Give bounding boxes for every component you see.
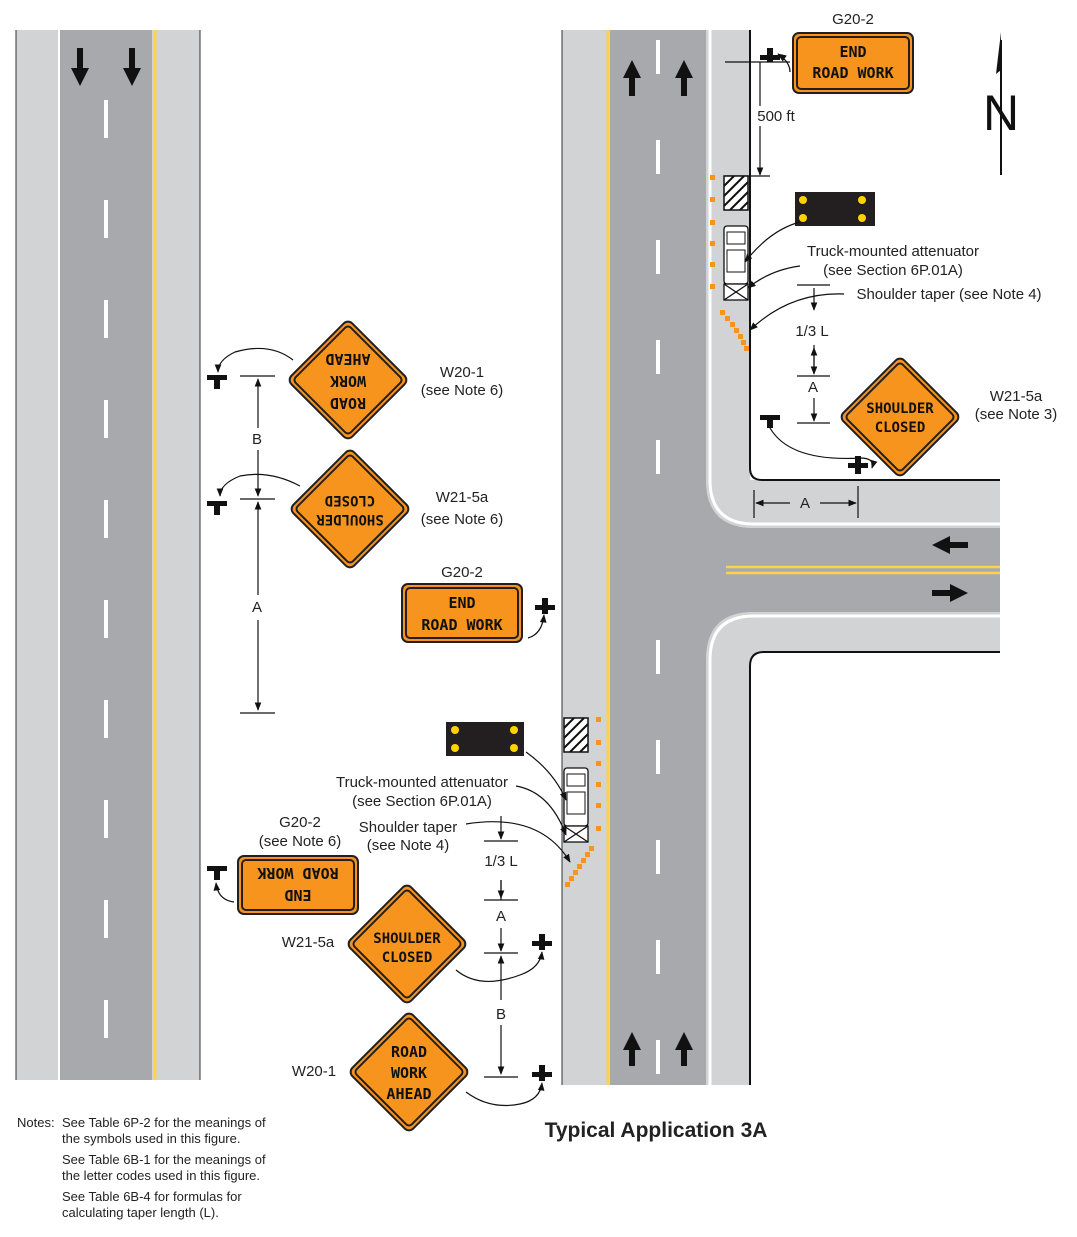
dimensions-bottom [484,816,518,1078]
svg-text:AHEAD: AHEAD [386,1085,431,1103]
sign-post-icon [207,866,227,880]
label-one-third-l-top: 1/3 L [795,323,828,340]
shoulder-taper-label-top: Shoulder taper (see Note 4) [856,286,1041,303]
svg-text:SHOULDER: SHOULDER [866,401,934,417]
label-b-left: B [252,431,262,448]
right-roadway [561,30,1000,1085]
sign-code-g20-2-bottom: G20-2 [279,814,321,831]
notes: Notes: See Table 6P-2 for the meanings o… [17,1115,266,1220]
svg-text:END: END [284,886,311,904]
truck-icon [563,767,589,843]
sign-post-icon [207,375,227,389]
sign-code-g20-2-middle: G20-2 [441,564,483,581]
svg-text:See Table 6B-1 for the meaning: See Table 6B-1 for the meanings of [62,1152,266,1167]
svg-text:WORK: WORK [330,372,366,390]
label-b-bottom: B [496,1006,506,1023]
sign-code-g20-2-top: G20-2 [832,11,874,28]
svg-text:CLOSED: CLOSED [875,420,926,436]
figure-title: Typical Application 3A [545,1119,768,1142]
sign-post-icon [760,415,868,474]
sign-note-6-w20-1: (see Note 6) [421,382,504,399]
sign-code-w21-5a-bottom: W21-5a [282,934,335,951]
shoulder-closed-sign-bottom: SHOULDER CLOSED [347,884,467,1004]
sign-post-icon [532,934,552,950]
work-area-bottom [446,717,601,887]
svg-text:calculating taper length (L).: calculating taper length (L). [62,1205,219,1220]
svg-text:the symbols used in this figur: the symbols used in this figure. [62,1131,240,1146]
label-one-third-l-bottom: 1/3 L [484,853,517,870]
svg-text:ROAD WORK: ROAD WORK [421,616,502,634]
tma-note-top: (see Section 6P.01A) [823,262,963,279]
svg-text:See Table 6P-2 for the meaning: See Table 6P-2 for the meanings of [62,1115,266,1130]
road-work-ahead-sign-mirrored: ROAD WORK AHEAD [288,320,408,440]
sign-post-icon [535,598,555,614]
dimensions-top-right [797,284,830,424]
label-a-side: A [800,495,810,512]
svg-text:AHEAD: AHEAD [325,350,370,368]
dimensions-left [240,375,275,714]
shoulder-taper-note-bottom: (see Note 4) [367,837,450,854]
label-a-left: A [252,599,262,616]
svg-text:END: END [448,594,475,612]
channelizing-devices-top [710,175,749,351]
left-roadway [15,30,201,1080]
svg-text:WORK: WORK [391,1064,427,1082]
svg-text:the letter codes used in this: the letter codes used in this figure. [62,1168,260,1183]
svg-text:CLOSED: CLOSED [382,950,433,966]
sign-post-icon [207,501,227,515]
sign-code-w21-5a-top: W21-5a [990,388,1043,405]
truck-icon [723,225,749,301]
channelizing-devices-bottom [565,717,601,887]
tma-note-bottom: (see Section 6P.01A) [352,793,492,810]
svg-text:ROAD: ROAD [391,1043,427,1061]
shoulder-taper-label-bottom: Shoulder taper [359,819,457,836]
sign-post-icon [760,48,780,62]
end-road-work-sign-middle: END ROAD WORK [401,583,523,643]
sign-note-6-g20-2: (see Note 6) [259,833,342,850]
north-arrow-icon: N [983,32,1019,175]
svg-text:See Table 6B-4 for formulas fo: See Table 6B-4 for formulas for [62,1189,242,1204]
svg-text:SHOULDER: SHOULDER [373,931,441,947]
end-road-work-sign-mirrored: END ROAD WORK [237,855,359,915]
shoulder-closed-sign-top: SHOULDER CLOSED [840,357,960,477]
road-work-ahead-sign-bottom: ROAD WORK AHEAD [349,1012,469,1132]
svg-text:END: END [839,43,866,61]
southbound-arrow-icon [71,48,141,86]
sign-code-w21-5a-left: W21-5a [436,489,489,506]
label-a-top: A [808,379,818,396]
side-road-arrow-icon [932,536,968,602]
northbound-arrow-icon [623,60,693,1066]
svg-text:Notes:: Notes: [17,1115,55,1130]
sign-code-w20-1-bottom: W20-1 [292,1063,336,1080]
svg-text:SHOULDER: SHOULDER [316,511,384,527]
label-a-bottom: A [496,908,506,925]
svg-text:ROAD: ROAD [330,394,366,412]
label-500ft: 500 ft [757,108,795,125]
svg-text:ROAD WORK: ROAD WORK [812,64,893,82]
arrow-board-icon [795,192,875,226]
svg-text:CLOSED: CLOSED [325,492,376,508]
side-road [706,480,1000,660]
work-area-top [710,175,875,351]
sign-note-3: (see Note 3) [975,406,1058,423]
sign-code-w20-1-left: W20-1 [440,364,484,381]
tma-label-top: Truck-mounted attenuator [807,243,979,260]
sign-post-icon [532,1065,552,1081]
north-label: N [983,85,1019,141]
tma-label-bottom: Truck-mounted attenuator [336,774,508,791]
svg-text:ROAD WORK: ROAD WORK [257,864,338,882]
end-road-work-sign-top: G20-2 END ROAD WORK [792,11,914,94]
shoulder-closed-sign-mirrored: SHOULDER CLOSED [290,449,410,569]
sign-note-6-w21-5a: (see Note 6) [421,511,504,528]
arrow-board-icon [446,722,524,756]
